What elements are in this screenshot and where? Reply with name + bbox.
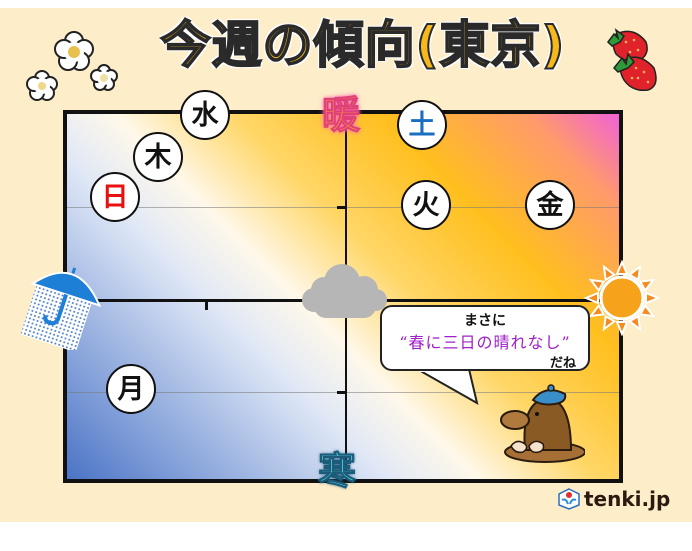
logo-text: tenki.jp: [584, 487, 671, 511]
day-marker-fri: 金: [525, 180, 575, 230]
axis-tick: [337, 391, 345, 394]
bubble-text-intro: まさに: [464, 313, 506, 329]
tenki-logo[interactable]: tenki.jp: [558, 487, 670, 511]
day-label: 月: [117, 373, 145, 405]
plum-blossom-icon: [26, 31, 118, 101]
cloud-icon: [302, 264, 387, 318]
day-label: 水: [191, 99, 219, 131]
page-title: 今週の傾向(東京): [160, 15, 566, 75]
day-label: 火: [412, 189, 440, 221]
tenki-cube-icon: [558, 488, 580, 510]
mole-mascot-icon: [500, 384, 585, 463]
day-marker-sat: 土: [397, 100, 447, 150]
day-label: 木: [144, 141, 172, 173]
bubble-text-proverb: “春に三日の晴れなし”: [399, 333, 571, 352]
day-label: 土: [408, 109, 436, 141]
day-label: 金: [536, 189, 564, 221]
axis-tick: [205, 302, 208, 310]
speech-bubble-tail: [415, 369, 479, 405]
bubble-text-ending: だね: [549, 356, 576, 371]
day-marker-tue: 火: [401, 180, 451, 230]
speech-bubble: まさに “春に三日の晴れなし” だね: [380, 305, 590, 371]
day-label: 日: [101, 181, 129, 213]
day-marker-sun: 日: [90, 172, 140, 222]
axis-tick: [337, 206, 345, 209]
umbrella-rain-icon: [20, 267, 102, 350]
sun-icon: [584, 260, 660, 336]
day-marker-mon: 月: [106, 364, 156, 414]
day-marker-wed: 水: [180, 90, 230, 140]
strawberry-icon: [607, 28, 657, 92]
day-marker-thu: 木: [133, 132, 183, 182]
cold-label: 寒: [317, 449, 357, 493]
warm-label: 暖: [321, 93, 361, 137]
